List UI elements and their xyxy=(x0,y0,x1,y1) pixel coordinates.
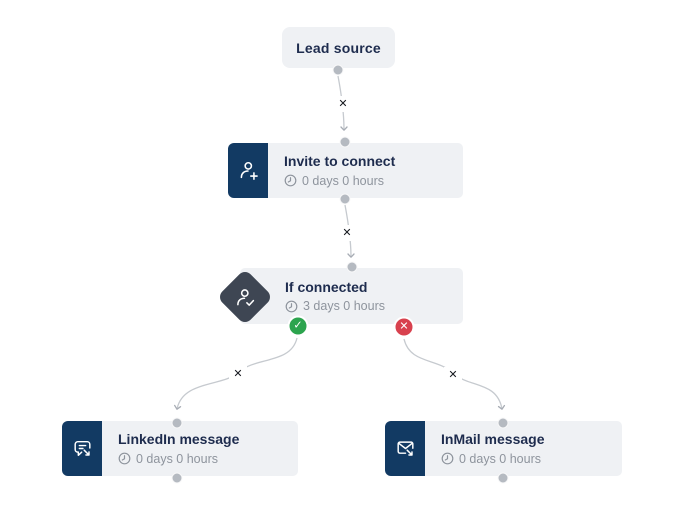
person-check-icon xyxy=(237,288,255,306)
condition-yes-handle[interactable]: ✓ xyxy=(287,315,309,337)
envelope-arrow-icon xyxy=(396,441,414,456)
delete-connector-button[interactable]: ✕ xyxy=(444,367,462,383)
node-if-connected[interactable]: If connected 3 days 0 hours xyxy=(240,268,463,324)
node-icon-panel xyxy=(62,421,102,476)
delete-x-icon: ✕ xyxy=(342,226,352,239)
condition-no-handle[interactable]: ✕ xyxy=(393,316,415,338)
clock-icon xyxy=(118,452,131,465)
delete-x-icon: ✕ xyxy=(233,367,243,380)
node-title: InMail message xyxy=(441,431,545,448)
delete-x-icon: ✕ xyxy=(338,97,348,110)
connection-handle[interactable] xyxy=(332,64,344,76)
node-title: LinkedIn message xyxy=(118,431,240,448)
connection-handle[interactable] xyxy=(171,417,183,429)
node-icon-panel xyxy=(385,421,425,476)
node-lead-source[interactable]: Lead source xyxy=(282,27,395,68)
connection-handle[interactable] xyxy=(171,472,183,484)
node-inmail-message[interactable]: InMail message 0 days 0 hours xyxy=(385,421,622,476)
clock-icon xyxy=(284,174,297,187)
node-invite-to-connect[interactable]: Invite to connect 0 days 0 hours xyxy=(228,143,463,198)
connection-handle[interactable] xyxy=(497,417,509,429)
node-title: Invite to connect xyxy=(284,153,396,170)
clock-icon xyxy=(285,300,298,312)
node-icon-panel xyxy=(228,143,268,198)
delete-x-icon: ✕ xyxy=(448,368,458,381)
delay-text: 0 days 0 hours xyxy=(302,173,384,188)
node-delay: 3 days 0 hours xyxy=(285,299,385,313)
node-linkedin-message[interactable]: LinkedIn message 0 days 0 hours xyxy=(62,421,298,476)
node-delay: 0 days 0 hours xyxy=(441,452,545,466)
connection-handle[interactable] xyxy=(339,136,351,148)
chat-arrow-icon xyxy=(73,440,91,457)
check-icon: ✓ xyxy=(293,319,303,332)
clock-icon xyxy=(441,452,454,465)
delay-text: 0 days 0 hours xyxy=(459,451,541,466)
node-title: If connected xyxy=(285,278,368,295)
node-delay: 0 days 0 hours xyxy=(284,174,395,188)
connection-handle[interactable] xyxy=(346,261,358,273)
delete-connector-button[interactable]: ✕ xyxy=(338,225,356,241)
person-plus-icon xyxy=(240,161,258,180)
condition-diamond xyxy=(216,268,274,326)
delete-connector-button[interactable]: ✕ xyxy=(334,96,352,112)
lead-source-title: Lead source xyxy=(296,39,381,56)
cross-icon: ✕ xyxy=(399,320,409,333)
connection-handle[interactable] xyxy=(497,472,509,484)
connection-handle[interactable] xyxy=(339,193,351,205)
delete-connector-button[interactable]: ✕ xyxy=(229,366,247,382)
delay-text: 0 days 0 hours xyxy=(136,451,218,466)
node-delay: 0 days 0 hours xyxy=(118,452,239,466)
delay-text: 3 days 0 hours xyxy=(303,299,385,314)
